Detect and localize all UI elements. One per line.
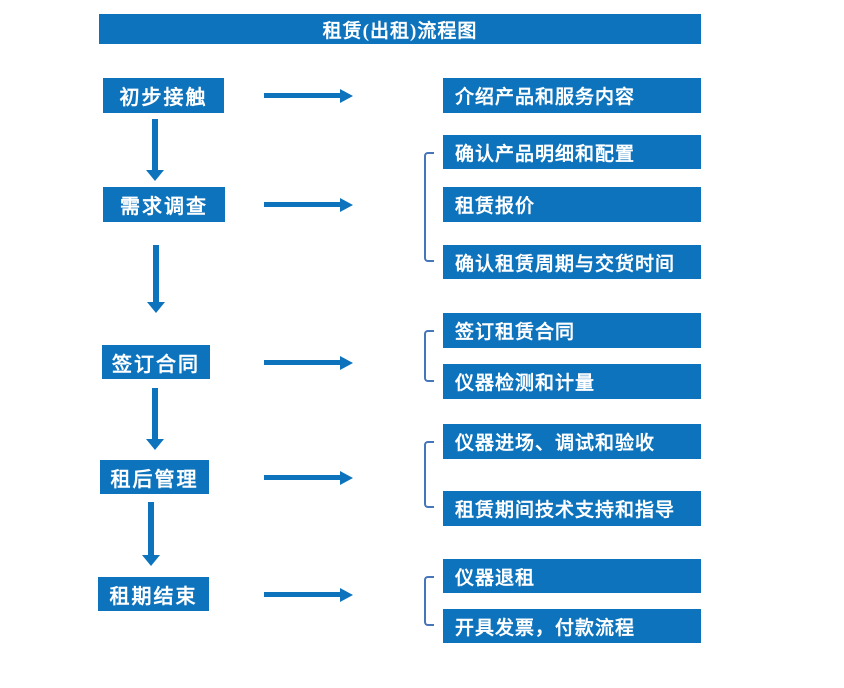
output-box: 租赁期间技术支持和指导 — [443, 491, 701, 526]
step-label: 租期结束 — [109, 585, 198, 608]
arrow-shaft — [264, 475, 340, 480]
step-label: 初步接触 — [119, 87, 208, 109]
group-bracket-demand-survey — [424, 152, 434, 262]
output-label: 确认租赁周期与交货时间 — [455, 253, 676, 275]
arrow-down-icon — [146, 388, 164, 450]
group-bracket-post-rental — [424, 441, 434, 508]
arrow-head — [340, 88, 353, 103]
output-box: 仪器退租 — [443, 559, 701, 593]
output-box: 介绍产品和服务内容 — [443, 78, 701, 113]
group-bracket-rental-end — [424, 576, 434, 626]
arrow-head — [146, 439, 164, 450]
arrow-shaft — [153, 245, 159, 302]
output-box: 开具发票，付款流程 — [443, 609, 701, 643]
arrow-down-icon — [147, 245, 165, 313]
arrow-head — [340, 587, 353, 602]
step-label: 需求调查 — [120, 196, 208, 218]
arrow-right-icon — [264, 197, 353, 212]
group-bracket-sign-contract — [424, 330, 434, 382]
arrow-down-icon — [142, 502, 160, 566]
arrow-shaft — [264, 93, 340, 98]
arrow-shaft — [152, 119, 158, 170]
output-label: 仪器退租 — [455, 567, 536, 589]
output-label: 确认产品明细和配置 — [455, 143, 636, 165]
arrow-head — [142, 555, 160, 566]
output-label: 介绍产品和服务内容 — [455, 87, 636, 108]
arrow-head — [147, 302, 165, 313]
step-box-sign-contract: 签订合同 — [102, 345, 210, 379]
step-label: 租后管理 — [110, 468, 199, 491]
output-box: 签订租赁合同 — [443, 313, 701, 348]
output-box: 仪器进场、调试和验收 — [443, 424, 701, 459]
step-label: 签订合同 — [112, 353, 200, 376]
arrow-shaft — [264, 202, 340, 207]
step-box-demand-survey: 需求调查 — [103, 187, 225, 222]
arrow-head — [340, 470, 353, 485]
step-box-post-rental-management: 租后管理 — [100, 460, 209, 494]
output-box: 仪器检测和计量 — [443, 364, 701, 399]
arrow-shaft — [264, 360, 340, 365]
output-label: 签订租赁合同 — [455, 322, 576, 343]
output-label: 租赁期间技术支持和指导 — [455, 500, 676, 521]
page-title: 租赁(出租)流程图 — [322, 20, 478, 42]
output-label: 开具发票，付款流程 — [455, 617, 636, 639]
arrow-right-icon — [264, 355, 353, 370]
arrow-right-icon — [264, 88, 353, 103]
output-label: 租赁报价 — [455, 196, 536, 217]
arrow-right-icon — [264, 587, 353, 602]
title-bar: 租赁(出租)流程图 — [99, 14, 701, 44]
arrow-shaft — [152, 388, 158, 439]
arrow-head — [340, 355, 353, 370]
arrow-down-icon — [146, 119, 164, 181]
step-box-initial-contact: 初步接触 — [103, 78, 224, 113]
output-label: 仪器进场、调试和验收 — [455, 433, 656, 454]
output-box: 确认产品明细和配置 — [443, 135, 701, 169]
arrow-head — [146, 170, 164, 181]
arrow-right-icon — [264, 470, 353, 485]
step-box-rental-end: 租期结束 — [98, 577, 209, 611]
arrow-shaft — [148, 502, 154, 555]
output-box: 确认租赁周期与交货时间 — [443, 245, 701, 279]
arrow-shaft — [264, 592, 340, 597]
arrow-head — [340, 197, 353, 212]
output-label: 仪器检测和计量 — [455, 373, 596, 394]
output-box: 租赁报价 — [443, 187, 701, 222]
